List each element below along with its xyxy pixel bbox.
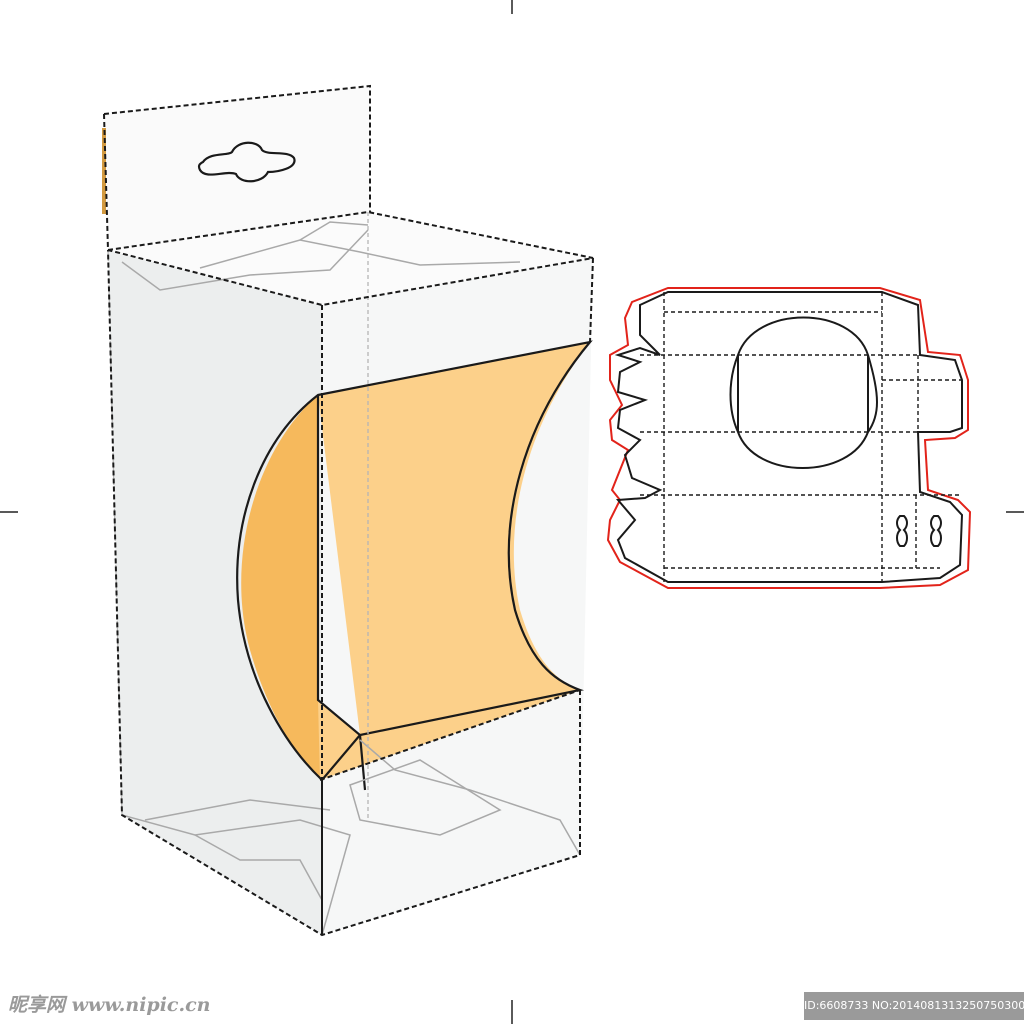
hang-hole-icon (197, 141, 296, 183)
hang-tab (104, 86, 370, 250)
dieline (606, 287, 972, 589)
window-outline (236, 340, 593, 782)
hang-hole-icon (930, 515, 942, 547)
bottom-ghost-folds (121, 739, 581, 936)
watermark-id-badge: ID:6608733 NO:20140813132507503000 (804, 992, 1024, 1020)
box-top-lid (108, 212, 593, 305)
box-3d (102, 84, 594, 937)
window-film-back (241, 395, 360, 780)
hang-tab-edge-accent (102, 128, 106, 214)
window-film-front (318, 342, 590, 780)
dieline-cut-outline (606, 287, 972, 589)
window-inner-fold (316, 395, 367, 791)
box-left-panel (108, 250, 322, 935)
hang-hole-icon (896, 515, 908, 547)
dieline-window-cut (729, 316, 878, 469)
watermark-left: 昵享网 www.nipic.cn (8, 994, 211, 1016)
dieline-inner-outline (614, 291, 964, 583)
box-edges (103, 84, 594, 937)
